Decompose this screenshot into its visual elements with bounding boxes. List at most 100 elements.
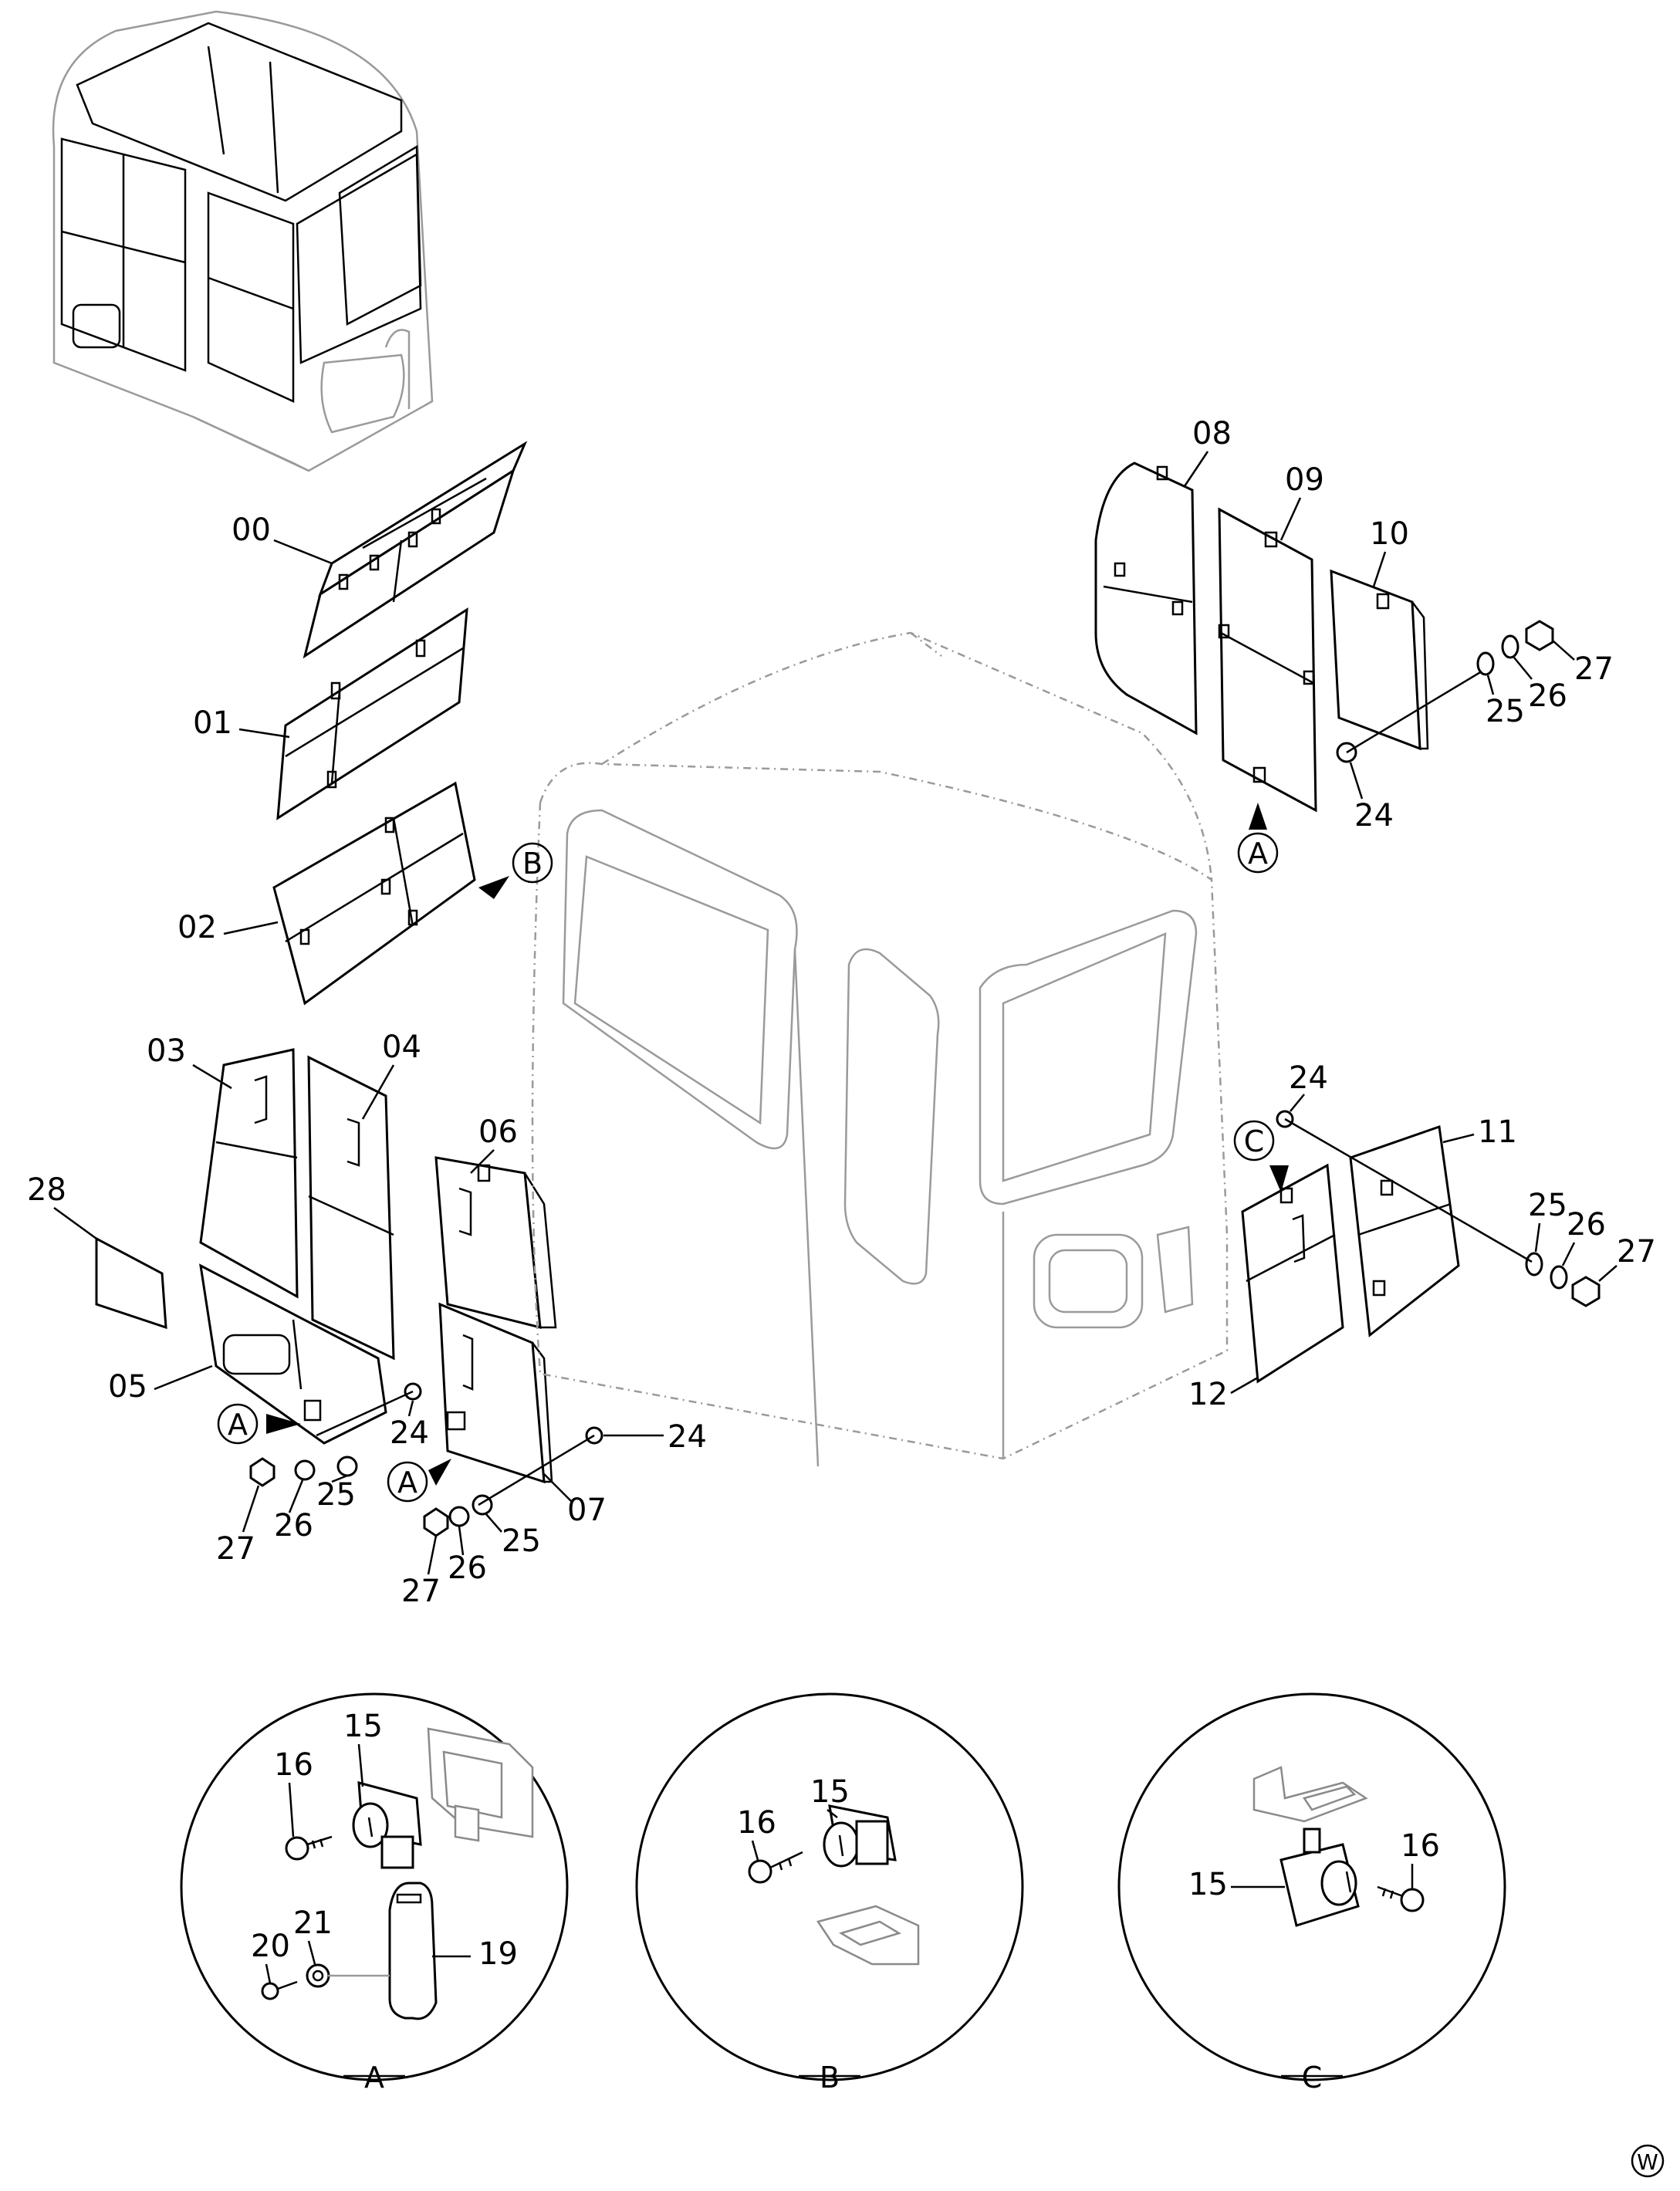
label-08: 08 [1183,416,1232,487]
svg-text:27: 27 [1574,651,1614,687]
svg-text:15: 15 [1188,1867,1228,1902]
svg-text:27: 27 [1617,1234,1656,1270]
svg-text:12: 12 [1188,1377,1228,1412]
detail-view-c [1117,1692,1506,2081]
label-26-right-lower: 26 [1561,1207,1606,1266]
panel-02-drawing [272,781,476,1006]
label-27-left: 27 [216,1485,260,1567]
svg-text:05: 05 [108,1369,147,1405]
label-16-detail-a: 16 [274,1747,313,1838]
svg-text:24: 24 [668,1419,707,1455]
label-09: 09 [1279,462,1324,541]
svg-text:25: 25 [502,1523,541,1559]
view-pointer-b-label: B [522,847,543,881]
label-03: 03 [147,1033,232,1090]
svg-text:24: 24 [390,1415,429,1451]
view-pointer-a-left-label: A [228,1408,248,1442]
view-pointer-a-left: A [217,1403,301,1445]
label-15-detail-a: 15 [343,1709,383,1787]
label-01: 01 [193,705,290,741]
view-pointer-a-mid-label: A [397,1466,417,1500]
svg-text:15: 15 [343,1709,383,1744]
svg-text:11: 11 [1478,1114,1517,1150]
panel-03-drawing [199,1048,299,1299]
view-pointer-a-mid: A [387,1459,451,1503]
label-24-right-lower: 24 [1289,1060,1328,1112]
svg-text:B: B [820,2061,840,2095]
svg-text:C: C [1302,2061,1323,2095]
svg-text:26: 26 [1567,1207,1606,1243]
label-15-detail-b: 15 [810,1774,850,1818]
panel-04-drawing [307,1055,395,1361]
svg-text:15: 15 [810,1774,850,1810]
label-06: 06 [470,1114,518,1174]
label-27-mid: 27 [401,1535,441,1609]
panel-05-drawing [199,1263,387,1445]
svg-text:21: 21 [293,1905,333,1941]
label-24-left: 24 [390,1400,429,1451]
svg-text:25: 25 [1486,694,1525,729]
svg-text:24: 24 [1354,798,1394,833]
view-pointer-c: C [1233,1120,1289,1192]
detail-view-c-caption: C [1281,2061,1343,2095]
label-02: 02 [177,910,279,945]
panel-28-drawing [95,1236,167,1330]
svg-text:16: 16 [737,1805,776,1841]
svg-text:24: 24 [1289,1060,1328,1096]
svg-text:06: 06 [478,1114,518,1150]
panel-01-drawing [276,607,468,820]
panel-10-drawing [1330,569,1429,751]
view-pointer-b: B [478,842,553,899]
label-26-left: 26 [274,1479,313,1544]
detail-view-b [635,1692,1024,2081]
svg-text:27: 27 [216,1531,255,1567]
label-10: 10 [1370,516,1409,587]
svg-text:20: 20 [251,1929,290,1964]
label-21-detail-a: 21 [293,1905,333,1965]
svg-text:W: W [1637,2149,1658,2175]
svg-text:26: 26 [448,1550,487,1586]
svg-text:25: 25 [1528,1188,1567,1223]
label-25-left: 25 [316,1474,356,1513]
panel-00-drawing [303,441,528,659]
label-00: 00 [232,512,333,565]
panel-12-drawing [1241,1163,1344,1384]
label-19-detail-a: 19 [432,1936,518,1972]
detail-view-a [180,1692,569,2081]
corner-mark-w: W [1631,2144,1665,2178]
svg-text:25: 25 [316,1477,356,1513]
label-12: 12 [1188,1376,1259,1412]
label-24-mid: 24 [603,1419,707,1455]
detail-view-a-caption: A [343,2061,405,2095]
view-pointer-a-right-label: A [1248,837,1268,871]
label-16-detail-b: 16 [737,1805,776,1861]
label-26-right-top: 26 [1513,657,1567,714]
svg-text:04: 04 [382,1030,421,1065]
view-pointer-a-right: A [1237,803,1279,874]
label-27-right-top: 27 [1552,640,1614,687]
label-07: 07 [543,1473,607,1528]
label-15-detail-c: 15 [1188,1867,1285,1902]
svg-text:16: 16 [274,1747,313,1783]
label-20-detail-a: 20 [251,1929,290,1984]
label-05: 05 [108,1364,213,1405]
svg-text:16: 16 [1401,1828,1440,1864]
detail-view-b-caption: B [799,2061,860,2095]
assembled-cab-thumbnail [52,10,434,472]
svg-text:00: 00 [232,512,271,548]
label-25-right-top: 25 [1486,675,1525,729]
fasteners-right-lower-drawing [1276,1110,1601,1307]
svg-text:A: A [364,2061,384,2095]
svg-text:10: 10 [1370,516,1409,552]
label-27-right-lower: 27 [1598,1234,1656,1282]
fasteners-right-top-drawing [1336,620,1554,763]
svg-text:28: 28 [27,1172,66,1208]
svg-text:27: 27 [401,1574,441,1609]
panel-07-drawing [438,1302,553,1484]
svg-text:03: 03 [147,1033,186,1069]
label-25-mid: 25 [485,1513,541,1559]
panel-09-drawing [1218,507,1317,813]
svg-text:08: 08 [1192,416,1232,451]
svg-text:07: 07 [567,1493,607,1528]
